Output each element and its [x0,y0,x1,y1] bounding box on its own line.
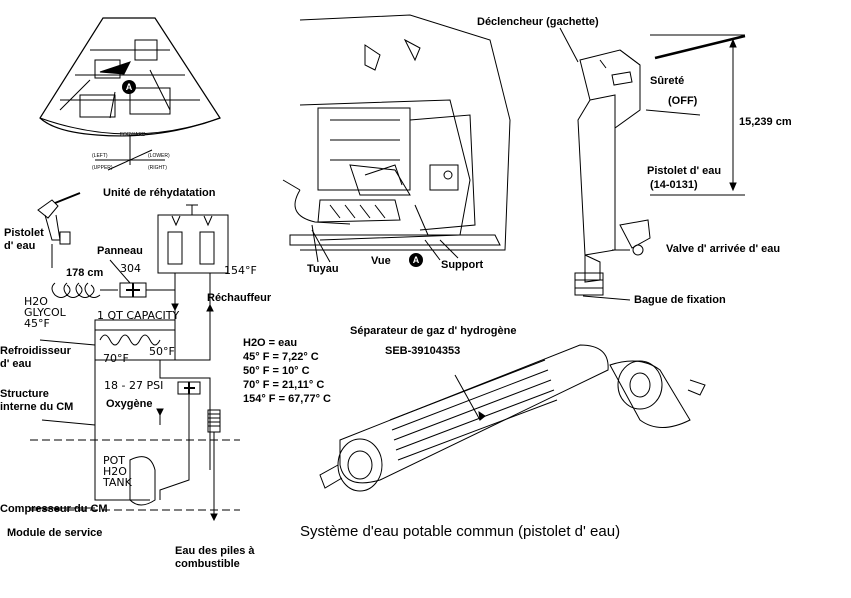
leader-lines [30,27,579,509]
qt-capacity-label: 1 QT CAPACITY [97,309,180,322]
conversion-line: 50° F = 10° C [243,365,310,377]
length-2-label: 15,239 cm [739,116,792,128]
structure-label: Structure interne du CM [0,388,74,413]
water-pistol-label: Pistolet d' eau [647,165,722,177]
conversion-line: 154° F = 67,77° C [243,393,331,405]
water-schematic [30,192,240,522]
temp-154-label: 154°F [224,264,257,277]
upper-label: (UPPER) [92,165,113,171]
separator-pn-label: SEB-39104353 [385,345,461,357]
water-gun-illustration [574,34,746,301]
h2-separator-label: Séparateur de gaz d' hydrogène [350,325,517,337]
right-label: (RIGHT) [148,165,167,171]
conversion-line: H2O = eau [243,337,298,349]
panel-number-label: 304 [120,262,141,275]
conversion-line: 70° F = 21,11° C [243,379,325,391]
water-pistol-pn-label: (14-0131) [650,179,698,191]
rehydration-unit-label: Unité de réhydatation [103,187,216,199]
service-module-label: Module de service [7,527,103,539]
length-label: 178 cm [66,267,104,279]
mounting-ring-label: Bague de fixation [634,294,726,306]
left-label: (LEFT) [92,153,108,159]
lower-label: (LOWER) [148,153,170,159]
safety-state-label: (OFF) [668,95,698,107]
panel-label: Panneau [97,245,143,257]
forward-label: FORWARD [120,132,146,138]
temp-70-label: 70°F [103,352,129,365]
conversion-line: 45° F = 7,22° C [243,351,319,363]
command-module-illustration [39,17,221,171]
support-label: Support [441,259,484,271]
oxygen-label: Oxygène [106,398,153,410]
water-gun-label: Pistolet d' eau [4,227,44,252]
view-label: Vue [371,255,391,267]
trigger-label: Déclencheur (gachette) [477,16,599,28]
cooler-label: Refroidisseur d' eau [0,345,71,370]
inlet-valve-label: Valve d' arrivée d' eau [666,243,781,255]
hydrogen-separator-illustration [319,344,706,492]
view-marker-capsule: A [122,80,136,94]
heater-label: Réchauffeur [207,292,272,304]
view-marker-installation: A [409,253,423,267]
fuel-cell-water-label: Eau des piles à combustible [175,545,255,570]
psi-label: 18 - 27 PSI [104,379,164,392]
pot-tank-label: POT H2O TANK [103,454,132,489]
cm-compressor-label: Compresseur du CM [0,503,108,515]
hose-label: Tuyau [307,263,339,275]
h2o-glycol-label: H2O GLYCOL 45°F [24,295,66,330]
installation-view [282,14,511,263]
safety-label: Sûreté [650,75,685,87]
temp-50-label: 50°F [149,345,175,358]
diagram-caption: Système d'eau potable commun (pistolet d… [300,523,621,540]
